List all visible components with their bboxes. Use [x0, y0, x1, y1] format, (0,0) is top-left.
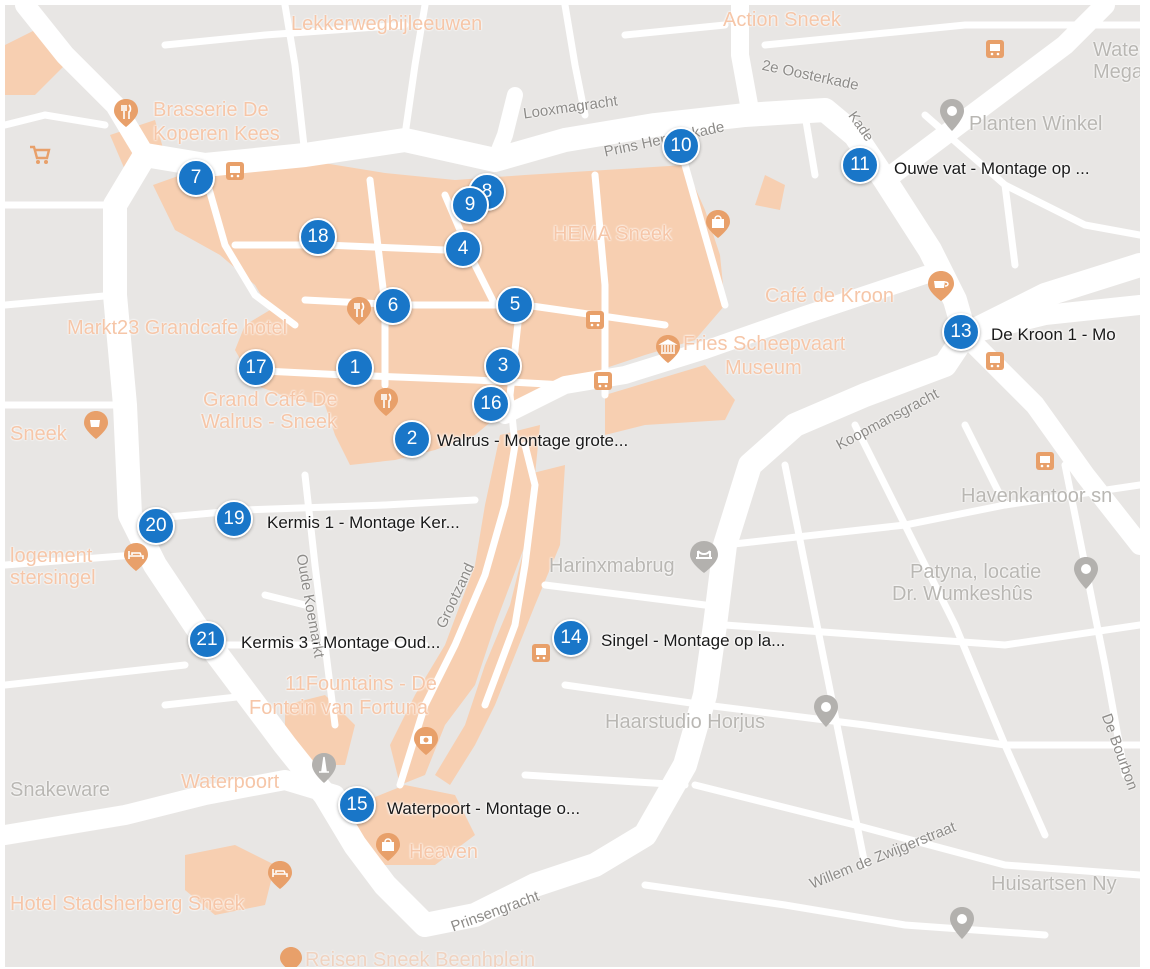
map-marker[interactable]: 3: [484, 347, 522, 385]
map-marker-label[interactable]: Waterpoort - Montage o...: [387, 799, 581, 818]
map-marker[interactable]: 19: [215, 500, 253, 538]
place-label-fries-2: Museum: [725, 357, 802, 379]
map-marker[interactable]: 10: [662, 127, 700, 165]
map-marker[interactable]: 7: [177, 159, 215, 197]
map-marker-label[interactable]: Kermis 1 - Montage Ker...: [267, 513, 460, 532]
map-marker[interactable]: 14: [552, 619, 590, 657]
place-label-markt23: Markt23 Grandcafe hotel: [67, 317, 288, 339]
map-marker[interactable]: 11: [841, 146, 879, 184]
map-marker[interactable]: 5: [496, 286, 534, 324]
bus-stop-icon: [531, 643, 551, 668]
map-marker-label[interactable]: Walrus - Montage grote...: [437, 431, 629, 450]
place-pin-icon: [1073, 557, 1099, 594]
place-label-planten-winkel: Planten Winkel: [969, 113, 1103, 135]
restaurant-icon: [373, 388, 399, 421]
place-label-patyna-1: Patyna, locatie: [910, 561, 1042, 583]
museum-icon: [655, 335, 681, 368]
place-label-lekkerwegbijleeuwen: Lekkerwegbijleeuwen: [291, 13, 483, 35]
map-base: [5, 5, 1140, 939]
shopping-bag-icon: [705, 210, 731, 243]
place-label-stadsherberg: Hotel Stadsherberg Sneek: [10, 893, 245, 915]
map-marker[interactable]: 1: [336, 349, 374, 387]
major-roads: [5, 5, 1140, 937]
place-label-hema: HEMA Sneek: [553, 223, 672, 245]
shopping-bag-icon: [375, 833, 401, 866]
place-label-waterpoort: Waterpoort: [181, 771, 280, 793]
place-label-heaven: Heaven: [409, 841, 478, 863]
map-marker-label[interactable]: De Kroon 1 - Mo: [991, 325, 1116, 344]
map-marker-label[interactable]: Kermis 3 - Montage Oud...: [241, 633, 441, 652]
map-marker[interactable]: 9: [451, 186, 489, 224]
place-label-sneek: Sneek: [10, 423, 67, 445]
place-label-brasserie-1: Brasserie De: [153, 99, 269, 121]
place-label-harinxmabrug: Harinxmabrug: [549, 555, 675, 577]
place-label-fountains-2: Fontein van Fortuna: [249, 697, 428, 719]
place-pin-icon: [279, 947, 303, 967]
bus-stop-icon: [985, 39, 1005, 64]
place-label-logement-1: logement: [10, 545, 93, 567]
place-label-snakeware: Snakeware: [10, 779, 111, 801]
minor-streets: [5, 5, 1140, 939]
bus-stop-icon: [225, 161, 245, 186]
bus-stop-icon: [593, 371, 613, 396]
place-label-brasserie-2: Koperen Kees: [153, 123, 280, 145]
map-marker[interactable]: 16: [472, 385, 510, 423]
place-label-walrus-1: Grand Café De: [203, 389, 338, 411]
place-label-fountains-1: 11Fountains - De: [285, 673, 437, 695]
monument-icon: [311, 753, 337, 788]
place-label-reisen: Reisen Sneek Beenhplein: [305, 949, 536, 967]
map-marker-label[interactable]: Singel - Montage op la...: [601, 631, 786, 650]
place-pin-icon: [813, 695, 839, 732]
place-label-fries-1: Fries Scheepvaart: [683, 333, 846, 355]
place-label-water-mega: Water Mega: [1093, 39, 1140, 83]
map-marker[interactable]: 4: [444, 230, 482, 268]
map-marker[interactable]: 21: [188, 621, 226, 659]
map-marker[interactable]: 2: [393, 420, 431, 458]
place-label-huisartsen: Huisartsen Ny: [991, 873, 1117, 895]
map-marker[interactable]: 17: [237, 349, 275, 387]
place-label-patyna-2: Dr. Wumkeshûs: [892, 583, 1033, 605]
cafe-icon: [83, 411, 109, 444]
place-label-action-sneek: Action Sneek: [723, 9, 841, 31]
restaurant-icon: [113, 99, 139, 132]
bus-stop-icon: [1035, 451, 1055, 476]
map-marker[interactable]: 20: [137, 507, 175, 545]
cafe-icon: [927, 271, 955, 306]
hotel-icon: [123, 543, 149, 576]
place-pin-icon: [939, 99, 965, 136]
place-label-haarstudio: Haarstudio Horjus: [605, 711, 766, 733]
bridge-icon: [689, 541, 719, 578]
map-marker[interactable]: 13: [942, 313, 980, 351]
place-label-cafe-kroon: Café de Kroon: [765, 285, 894, 307]
restaurant-icon: [346, 297, 372, 330]
map-canvas[interactable]: Lekkerwegbijleeuwen Action Sneek Water M…: [5, 5, 1140, 967]
map-marker[interactable]: 18: [299, 218, 337, 256]
bus-stop-icon: [585, 310, 605, 335]
hotel-icon: [267, 861, 293, 894]
map-marker-label[interactable]: Ouwe vat - Montage op ...: [894, 159, 1090, 178]
cart-icon: [29, 145, 51, 170]
map-marker[interactable]: 15: [338, 786, 376, 824]
camera-icon: [413, 727, 439, 760]
place-pin-icon: [949, 907, 975, 944]
place-label-logement-2: stersingel: [10, 567, 96, 589]
bus-stop-icon: [985, 351, 1005, 376]
place-label-havenkantoor: Havenkantoor sn: [961, 485, 1113, 507]
place-label-walrus-2: Walrus - Sneek: [201, 411, 337, 433]
map-marker[interactable]: 6: [374, 287, 412, 325]
